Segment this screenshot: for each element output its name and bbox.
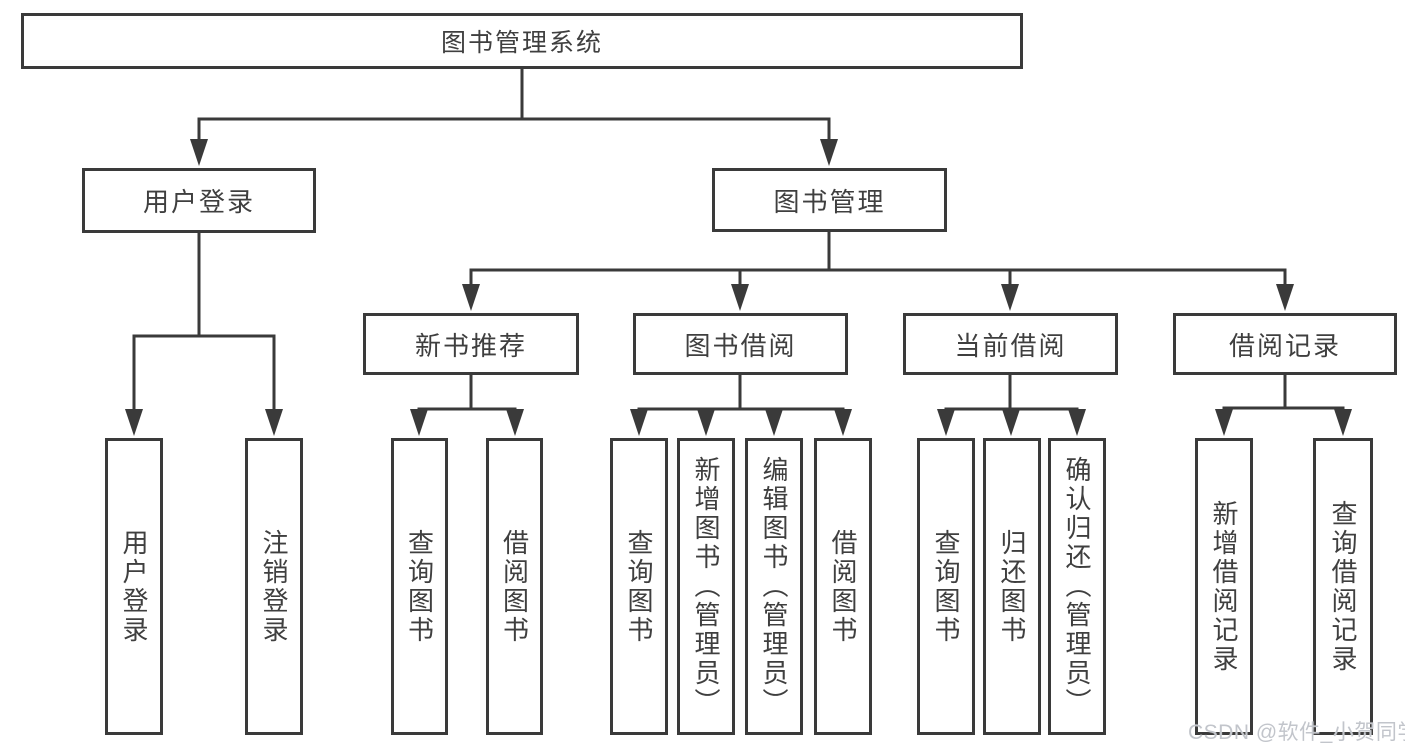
- leaf-query-borrow-record: 查询借阅记录: [1313, 438, 1373, 735]
- leaf-return-books: 归还图书: [983, 438, 1041, 735]
- leaf-borrow-books-2: 借阅图书: [814, 438, 872, 735]
- leaf-query-books-1: 查询图书: [391, 438, 448, 735]
- node-current-borrowing: 当前借阅: [903, 313, 1118, 375]
- node-root-label: 图书管理系统: [440, 29, 603, 57]
- leaf-edit-books-admin-label: 编辑图书（管理员）: [759, 456, 789, 717]
- node-user-login: 用户登录: [82, 168, 316, 233]
- leaf-confirm-return-admin-label: 确认归还（管理员）: [1062, 456, 1092, 717]
- node-user-login-label: 用户登录: [142, 187, 255, 217]
- leaf-add-borrow-record-label: 新增借阅记录: [1209, 499, 1239, 674]
- leaf-user-login: 用户登录: [105, 438, 163, 735]
- leaf-add-books-admin: 新增图书（管理员）: [677, 438, 735, 735]
- leaf-edit-books-admin: 编辑图书（管理员）: [745, 438, 803, 735]
- node-current-borrowing-label: 当前借阅: [954, 330, 1067, 361]
- leaf-logout: 注销登录: [245, 438, 303, 735]
- leaf-query-borrow-record-label: 查询借阅记录: [1328, 499, 1358, 674]
- node-book-management: 图书管理: [712, 168, 947, 232]
- node-borrowing-records-label: 借阅记录: [1228, 330, 1341, 361]
- arrow-down-icons: [125, 139, 1352, 436]
- leaf-borrow-books-1-label: 借阅图书: [499, 528, 530, 645]
- leaf-query-books-1-label: 查询图书: [404, 528, 435, 645]
- leaf-query-books-2-label: 查询图书: [624, 528, 654, 645]
- leaf-borrow-books-1: 借阅图书: [486, 438, 543, 735]
- leaf-logout-label: 注销登录: [259, 528, 289, 645]
- leaf-user-login-label: 用户登录: [119, 528, 149, 645]
- leaf-return-books-label: 归还图书: [997, 528, 1027, 645]
- leaf-borrow-books-2-label: 借阅图书: [828, 528, 858, 645]
- node-book-borrowing: 图书借阅: [633, 313, 848, 375]
- leaf-add-books-admin-label: 新增图书（管理员）: [691, 456, 721, 717]
- node-book-borrowing-label: 图书借阅: [684, 330, 797, 361]
- node-new-book-recommend: 新书推荐: [363, 313, 579, 375]
- leaf-query-books-3-label: 查询图书: [931, 528, 961, 645]
- node-root-system: 图书管理系统: [21, 13, 1023, 69]
- node-book-management-label: 图书管理: [773, 186, 886, 217]
- node-new-book-recommend-label: 新书推荐: [414, 330, 527, 361]
- node-borrowing-records: 借阅记录: [1173, 313, 1397, 375]
- leaf-query-books-2: 查询图书: [610, 438, 668, 735]
- csdn-watermark: CSDN @软件_小贺同学: [1188, 721, 1405, 744]
- leaf-confirm-return-admin: 确认归还（管理员）: [1048, 438, 1106, 735]
- leaf-query-books-3: 查询图书: [917, 438, 975, 735]
- leaf-add-borrow-record: 新增借阅记录: [1195, 438, 1253, 735]
